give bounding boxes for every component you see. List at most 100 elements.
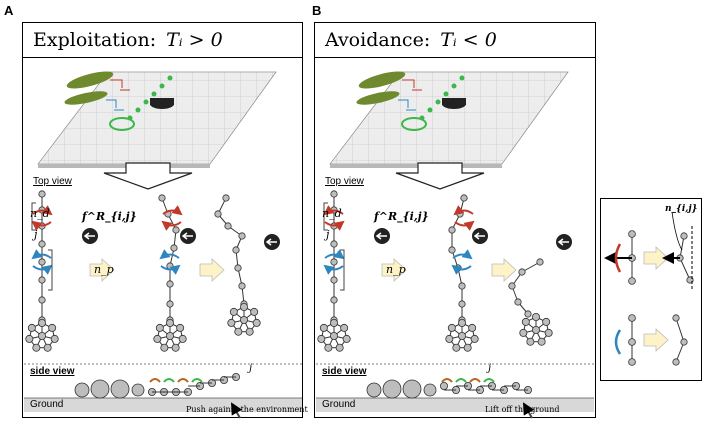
module-link [679,235,685,259]
panel-a-nd-label: n_d [30,207,50,220]
module-node [457,331,466,340]
side-rotation [163,378,175,383]
module-node [38,258,46,266]
nd-bracket [323,202,328,231]
module-node [340,323,349,332]
module-node [50,334,59,343]
module-node [447,323,456,332]
rotation-arrow [31,249,52,260]
step-arrow [381,258,407,282]
side-rotation [149,378,161,383]
panel-a-top-view-label: Top view [33,176,72,187]
module-node [526,337,535,346]
module-node [38,331,47,340]
module-node [329,318,338,327]
down-arrow [103,162,193,190]
panel-b-graphics [316,71,594,419]
module-node [27,323,36,332]
np-bracket-3d [106,99,124,111]
module-node [222,194,230,202]
inset-graphics [604,211,694,366]
module-node [25,334,34,343]
rotation-arrow [451,264,472,275]
rotation-arrow [31,220,52,231]
side-body-node [366,382,382,398]
np-bracket-3d [398,99,416,111]
module-node [536,258,544,266]
robot-segment [459,75,465,81]
side-body-node [74,382,90,398]
panel-a-ground-label: Ground [30,399,64,410]
module-node [330,276,338,284]
module-node [165,331,174,340]
puck-body [442,98,466,105]
rotation-arrow [323,205,344,216]
module-node [680,338,688,346]
module-node [458,300,466,308]
nd-bracket [31,202,36,231]
push-arrow [523,402,535,419]
rotation-arrow [453,205,474,216]
module-node [172,226,180,234]
side-rotation [177,378,189,383]
panel-b-ground-label: Ground [322,399,356,410]
module-node [672,358,680,366]
panel-a-condition: Tᵢ > 0 [166,29,223,51]
module-node [532,325,541,334]
robot-segment [419,115,425,121]
ground-plate-edge [38,164,210,168]
module-node [38,240,46,248]
rotation-arrow [32,264,53,275]
nd-bracket-3d [110,79,130,91]
panel-b-condition: Tᵢ < 0 [440,29,497,51]
module-node [468,323,477,332]
robot-segment [159,83,165,89]
rotation-arrow [452,249,473,260]
panel-b-j-label: j [326,228,330,241]
module-node [445,334,454,343]
module-node [448,246,456,254]
module-node [238,232,246,240]
obstacle-arrow [83,232,95,240]
module-node [470,334,479,343]
module-node [229,307,238,316]
module-node [524,310,532,318]
side-body-node [131,383,145,397]
side-body-node [382,379,402,399]
panel-b-side-j-label: j [488,363,492,374]
rotation-arrow [324,249,345,260]
module-node [158,194,166,202]
module-node [628,358,636,366]
down-arrow [395,162,485,190]
panel-b-top-view-label: Top view [325,176,364,187]
plant-obstacle [358,71,406,89]
module-node [324,343,333,352]
panel-b-title: Avoidance: Tᵢ < 0 [314,22,596,58]
rotation-arrow [454,220,475,231]
module-node [239,302,248,311]
robot-segment [135,107,141,113]
module-node [170,244,178,252]
module-node [508,282,516,290]
module-node [38,318,47,327]
robot-segment [143,99,149,105]
module-node [330,240,338,248]
module-node [165,318,174,327]
panel-a-j-label: j [34,228,38,241]
module-node [32,343,41,352]
panel-b-force-label: f^R_{i,j} [374,210,429,223]
obstacle-arrow [375,232,387,240]
module-node [672,314,680,322]
module-node [532,312,541,321]
step-arrow [491,258,517,282]
panel-a-side-view-label: side view [30,366,75,377]
module-node [460,194,468,202]
rotation-arrow [32,205,53,216]
panel-b-letter: B [312,3,322,18]
panel-b-np-label: n_p [386,263,406,276]
panel-a-np-label: n_p [94,263,114,276]
module-node [519,328,528,337]
module-link [675,317,685,343]
module-node [537,337,546,346]
